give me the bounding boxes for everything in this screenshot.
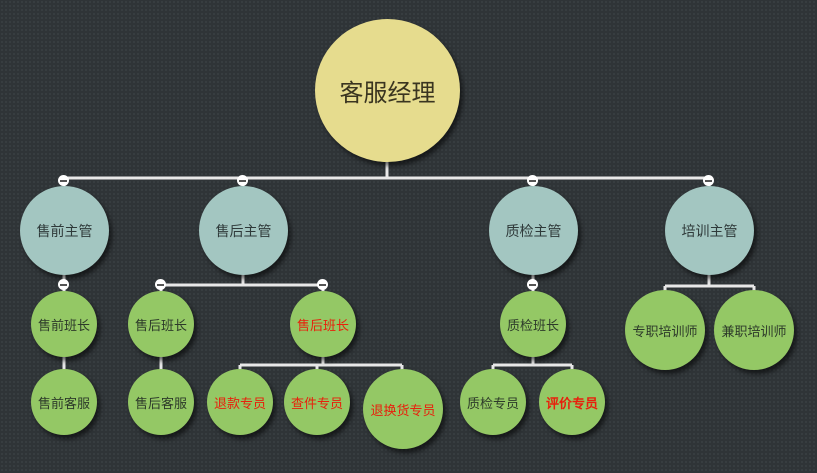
node-label: 兼职培训师 <box>721 324 787 340</box>
node-label: 售前主管 <box>36 223 93 240</box>
node-qc-lead[interactable]: 质检班长 <box>500 291 566 357</box>
node-customer-service-manager[interactable]: 客服经理 <box>315 19 460 162</box>
node-parttime-trainer[interactable]: 兼职培训师 <box>714 290 794 370</box>
collapse-toggle-icon[interactable] <box>58 279 69 290</box>
node-review-specialist[interactable]: 评价专员 <box>539 369 605 435</box>
node-label: 售后班长 <box>296 318 349 334</box>
node-label: 售后主管 <box>215 223 272 240</box>
node-tracking-specialist[interactable]: 查件专员 <box>284 369 350 435</box>
node-fulltime-trainer[interactable]: 专职培训师 <box>625 290 705 370</box>
node-label: 售后班长 <box>134 318 187 334</box>
node-label: 退款专员 <box>213 396 266 412</box>
node-label: 质检主管 <box>505 223 562 240</box>
node-label: 售前班长 <box>37 318 90 334</box>
node-label: 专职培训师 <box>632 324 698 340</box>
node-presales-lead[interactable]: 售前班长 <box>31 291 97 357</box>
node-label: 退换货专员 <box>370 403 436 419</box>
node-aftersales-agent[interactable]: 售后客服 <box>128 369 194 435</box>
collapse-toggle-icon[interactable] <box>527 175 538 186</box>
node-label: 质检专员 <box>466 396 519 412</box>
node-label: 质检班长 <box>506 318 559 334</box>
collapse-toggle-icon[interactable] <box>317 279 328 290</box>
node-aftersales-supervisor[interactable]: 售后主管 <box>199 186 288 275</box>
collapse-toggle-icon[interactable] <box>703 175 714 186</box>
node-qc-supervisor[interactable]: 质检主管 <box>489 186 578 275</box>
node-qc-specialist[interactable]: 质检专员 <box>460 369 526 435</box>
node-presales-agent[interactable]: 售前客服 <box>31 369 97 435</box>
node-refund-specialist[interactable]: 退款专员 <box>207 369 273 435</box>
node-training-supervisor[interactable]: 培训主管 <box>665 186 754 275</box>
node-label: 售后客服 <box>134 396 187 412</box>
node-aftersales-lead-2[interactable]: 售后班长 <box>290 291 356 357</box>
node-return-exchange-specialist[interactable]: 退换货专员 <box>363 369 443 449</box>
node-label: 查件专员 <box>290 396 343 412</box>
node-aftersales-lead-1[interactable]: 售后班长 <box>128 291 194 357</box>
node-presales-supervisor[interactable]: 售前主管 <box>20 186 109 275</box>
collapse-toggle-icon[interactable] <box>237 175 248 186</box>
collapse-toggle-icon[interactable] <box>58 175 69 186</box>
node-label: 培训主管 <box>681 223 738 240</box>
node-label: 售前客服 <box>37 396 90 412</box>
collapse-toggle-icon[interactable] <box>155 279 166 290</box>
node-label: 评价专员 <box>545 396 598 412</box>
node-label: 客服经理 <box>339 79 436 107</box>
collapse-toggle-icon[interactable] <box>527 279 538 290</box>
